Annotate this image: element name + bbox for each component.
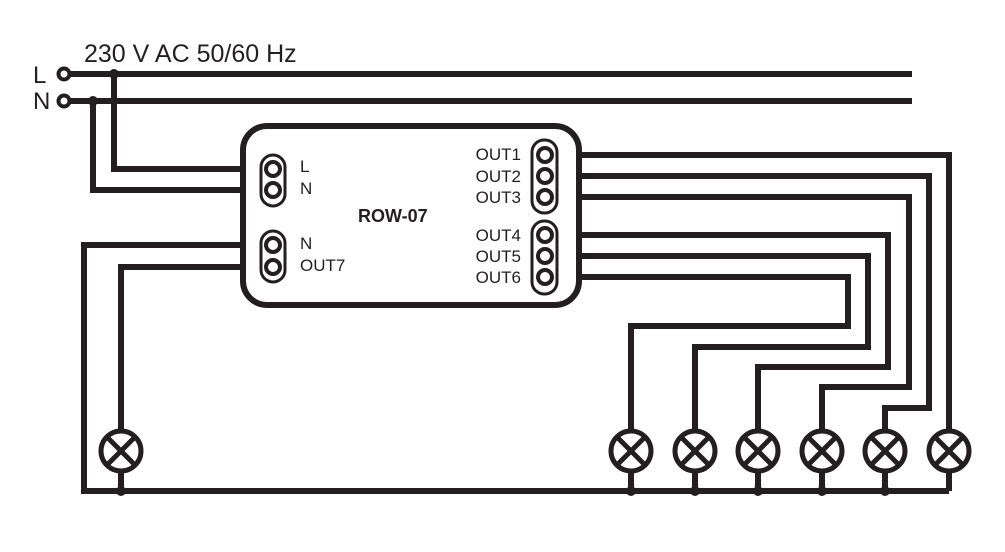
terminal-out1-label: OUT1 xyxy=(476,145,521,164)
lamp-out5-icon xyxy=(672,428,718,474)
wire-out1 xyxy=(545,152,952,430)
terminal-out6-label: OUT6 xyxy=(476,268,521,287)
terminal-out3 xyxy=(536,188,554,206)
line-terminal xyxy=(56,66,72,82)
terminal-out7 xyxy=(264,258,282,276)
wire-common-return xyxy=(81,242,949,494)
terminal-n xyxy=(264,181,282,199)
terminal-n2-label: N xyxy=(300,234,312,253)
terminal-l-label: L xyxy=(300,157,309,176)
terminal-out1 xyxy=(536,146,554,164)
return-junction xyxy=(116,486,126,496)
lamp-out1-icon xyxy=(926,428,972,474)
terminal-out2 xyxy=(536,167,554,185)
return-junction xyxy=(817,486,827,496)
terminal-n2 xyxy=(264,236,282,254)
terminal-l xyxy=(264,160,282,178)
supply-label: 230 V AC 50/60 Hz xyxy=(84,40,297,68)
return-junction xyxy=(753,486,763,496)
module-model-label: ROW-07 xyxy=(358,206,428,226)
lamp-out3-icon xyxy=(799,428,845,474)
terminal-out4 xyxy=(536,226,554,244)
return-junction xyxy=(880,486,890,496)
terminal-out4-label: OUT4 xyxy=(476,226,521,245)
neutral-terminal xyxy=(56,93,72,109)
lamp-out6-icon xyxy=(608,428,654,474)
wire-out7 xyxy=(118,264,272,429)
terminal-out5-label: OUT5 xyxy=(476,247,521,266)
wire-out3 xyxy=(545,194,912,430)
lamp-out7-icon xyxy=(98,428,144,474)
return-junction xyxy=(626,486,636,496)
terminal-out6 xyxy=(536,268,554,286)
return-junction xyxy=(690,486,700,496)
line-label: L xyxy=(33,62,46,89)
neutral-label: N xyxy=(33,88,50,115)
wire-out5 xyxy=(545,253,871,430)
terminal-out3-label: OUT3 xyxy=(476,188,521,207)
wire-out2 xyxy=(545,173,932,430)
wire-neutral-feed xyxy=(90,101,268,193)
terminal-out2-label: OUT2 xyxy=(476,167,521,186)
terminal-out7-label: OUT7 xyxy=(300,256,345,275)
wire-line-feed xyxy=(111,74,268,172)
terminal-out5 xyxy=(536,247,554,265)
lamp-out2-icon xyxy=(862,428,908,474)
row07-module xyxy=(240,123,582,308)
wire-out4 xyxy=(545,232,891,430)
wire-out6 xyxy=(545,274,851,430)
terminal-n-label: N xyxy=(300,179,312,198)
lamp-out4-icon xyxy=(735,428,781,474)
